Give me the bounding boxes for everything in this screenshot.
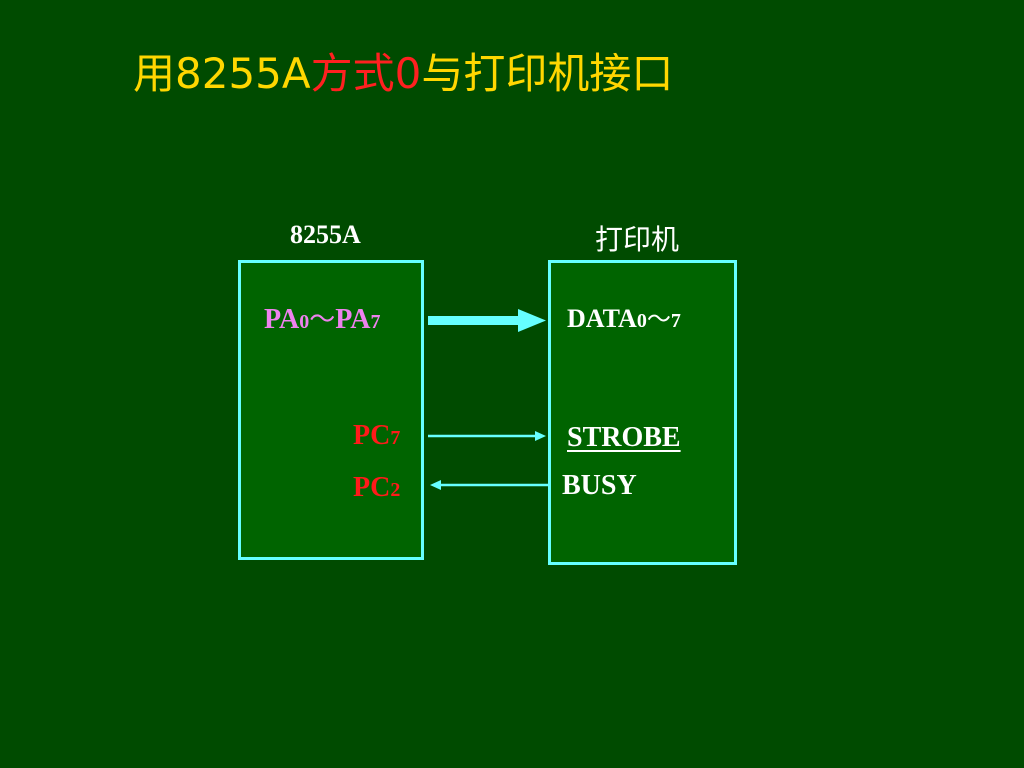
data-prefix: DATA xyxy=(567,304,637,333)
signal-data0-7: DATA0～7 xyxy=(567,306,681,332)
title-part-1: 用8255A xyxy=(133,49,311,98)
pa-end-sub: 7 xyxy=(370,311,381,333)
signal-pc2: PC2 xyxy=(353,474,400,502)
signal-pa0-pa7: PA0～PA7 xyxy=(264,306,381,334)
chip-8255a-label: 8255A xyxy=(290,220,361,249)
pa-tilde: ～ xyxy=(309,305,336,335)
pc2-sub: 2 xyxy=(390,479,401,501)
data-sub: 0 xyxy=(636,310,647,332)
pc7-sub: 7 xyxy=(390,427,401,449)
printer-box xyxy=(548,260,737,565)
slide-title: 用8255A方式0与打印机接口 xyxy=(133,44,673,104)
data-end: 7 xyxy=(670,310,681,332)
busy-arrow xyxy=(430,480,548,490)
title-part-2-highlight: 方式0 xyxy=(310,49,422,98)
strobe-arrow-head xyxy=(535,431,546,441)
pc7-prefix: PC xyxy=(353,420,391,451)
printer-label: 打印机 xyxy=(595,223,680,256)
data-tilde: ～ xyxy=(646,305,671,333)
chip-8255a-box xyxy=(238,260,424,560)
busy-arrow-head xyxy=(430,480,441,490)
signal-pc7: PC7 xyxy=(353,422,400,450)
pa-start-prefix: PA xyxy=(264,304,300,335)
signal-strobe: STROBE xyxy=(567,422,681,453)
pa-start-sub: 0 xyxy=(299,311,310,333)
signal-busy: BUSY xyxy=(562,470,637,501)
strobe-arrow xyxy=(428,431,546,441)
pc2-prefix: PC xyxy=(353,472,391,503)
data-bus-arrow-head xyxy=(518,309,546,332)
data-bus-arrow-shaft xyxy=(428,316,520,325)
data-bus-arrow xyxy=(428,309,546,332)
pa-end-prefix: PA xyxy=(335,304,371,335)
title-part-3: 与打印机接口 xyxy=(421,49,674,98)
